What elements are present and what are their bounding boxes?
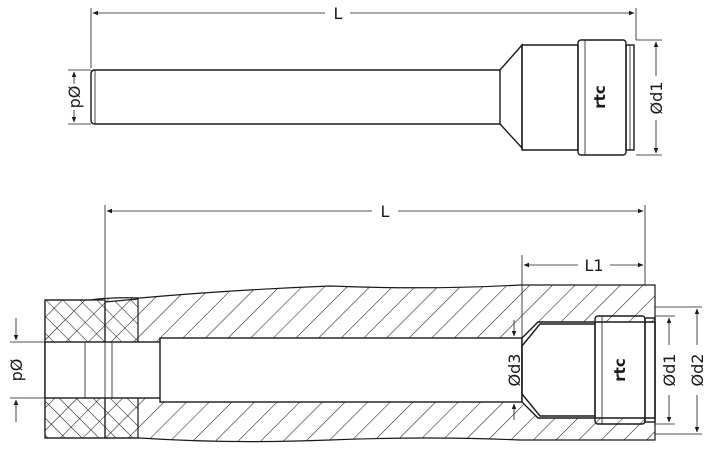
top-view: rtc L pØ Ød1 [65, 4, 666, 156]
top-brand-logo: rtc [591, 85, 609, 108]
section-brand-logo: rtc [611, 358, 629, 381]
top-fitting-body [521, 44, 579, 151]
section-dim-length-l1: L1 [584, 256, 603, 275]
section-fitting-collar [644, 317, 656, 423]
section-bore-d3 [159, 337, 523, 403]
top-pipe [90, 69, 501, 125]
section-dim-bore-d1: Ød1 [660, 354, 679, 387]
section-fitting-pocket [521, 321, 656, 419]
top-cone [499, 43, 523, 150]
section-dim-bore-d3: Ød3 [505, 354, 524, 387]
section-dim-pipe-diameter: pØ [7, 359, 26, 382]
section-dim-length: L [381, 202, 390, 221]
top-dim-body-diameter: Ød1 [647, 82, 666, 115]
top-dim-length: L [334, 4, 343, 23]
section-dim-bore-d2: Ød2 [688, 354, 707, 387]
section-view: rtc L L1 pØ Ød3 Ød1 Ød2 [7, 202, 707, 443]
top-dim-pipe-diameter: pØ [65, 86, 84, 109]
